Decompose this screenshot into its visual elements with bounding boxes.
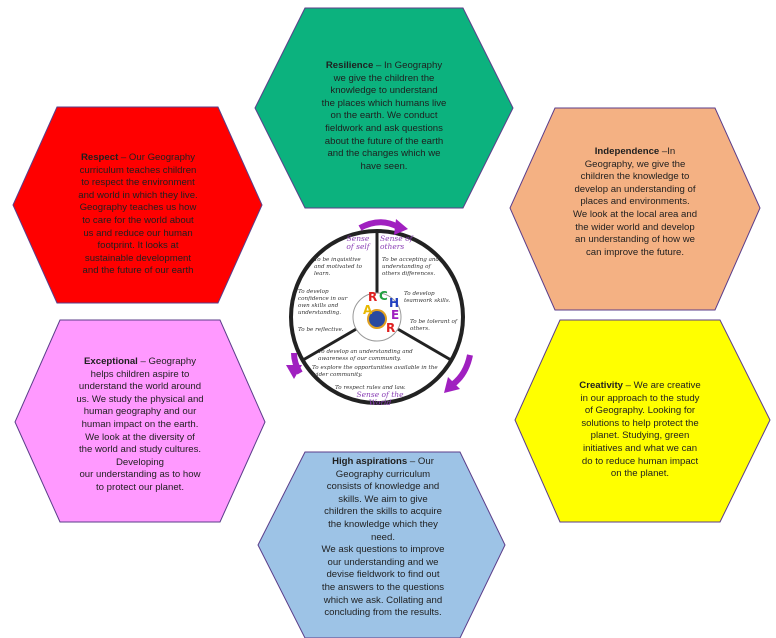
resilience-body: – In Geography we give the children the …: [321, 60, 447, 172]
label-teamwork: To develop teamwork skills.: [404, 291, 451, 304]
independence-body: –In Geography, we give the children the …: [572, 146, 698, 258]
wheel-letter-e: E: [391, 308, 399, 322]
respect-body: – Our Geography curriculum teaches child…: [78, 152, 198, 277]
label-opportunities: To explore the opportunities available i…: [312, 365, 438, 378]
top-arrow-icon: [358, 219, 400, 231]
hexagon-respect: [12, 106, 263, 304]
hexagon-independence: [509, 107, 761, 311]
label-tolerant: To be tolerant of others.: [410, 319, 457, 332]
exceptional-title: Exceptional: [84, 356, 138, 367]
exceptional-text: Exceptional – Geography helps children a…: [52, 356, 228, 495]
school-logo-icon: [367, 309, 387, 329]
wheel-letter-r: R: [368, 290, 377, 304]
sense-of-others-label: Sense of others: [380, 234, 413, 251]
archer-wheel: A R C H E R Sense of self Sense of other…: [280, 215, 495, 407]
label-accepting: To be accepting and understanding of oth…: [382, 257, 440, 277]
resilience-title: Resilience: [325, 60, 374, 71]
independence-text: Independence –In Geography, we give the …: [555, 146, 715, 259]
label-confidence: To develop confidence in our own skills …: [298, 289, 348, 316]
wheel-letter-r2: R: [386, 321, 395, 335]
hexagon-resilience: [254, 7, 514, 209]
hexagon-creativity: [514, 319, 771, 523]
resilience-text: Resilience – In Geography we give the ch…: [300, 60, 468, 173]
high-aspirations-body: – Our Geography curriculum consists of k…: [321, 456, 445, 619]
left-arrow-icon: [291, 352, 303, 375]
wheel-graphic: A R C H E R: [286, 219, 473, 405]
independence-title: Independence: [594, 146, 660, 157]
respect-text: Respect – Our Geography curriculum teach…: [54, 152, 222, 278]
label-inquisitive: To be inquisitive and motivated to learn…: [314, 257, 363, 277]
creativity-title: Creativity: [579, 380, 624, 391]
high-aspirations-text: High aspirations – Our Geography curricu…: [302, 456, 464, 620]
creativity-text: Creativity – We are creative in our appr…: [560, 380, 720, 481]
hexagon-high-aspirations: [257, 451, 506, 638]
wheel-letter-a: A: [363, 303, 373, 317]
label-rules: To respect rules and law.: [335, 385, 406, 391]
exceptional-body: – Geography helps children aspire to und…: [76, 356, 204, 493]
wheel-letter-c: C: [379, 289, 388, 303]
wheel-letter-h: H: [389, 296, 399, 310]
sense-of-world-label: Sense of the World: [356, 390, 404, 407]
sense-of-self-label: Sense of self: [346, 234, 370, 251]
right-arrow-icon: [450, 354, 473, 388]
high-aspirations-title: High aspirations: [332, 456, 408, 467]
respect-title: Respect: [80, 152, 119, 163]
label-reflective: To be reflective.: [298, 327, 344, 333]
hexagon-exceptional: [14, 319, 266, 523]
creativity-body: – We are creative in our approach to the…: [580, 380, 701, 480]
label-community: To develop an understanding and awarenes…: [318, 349, 413, 362]
